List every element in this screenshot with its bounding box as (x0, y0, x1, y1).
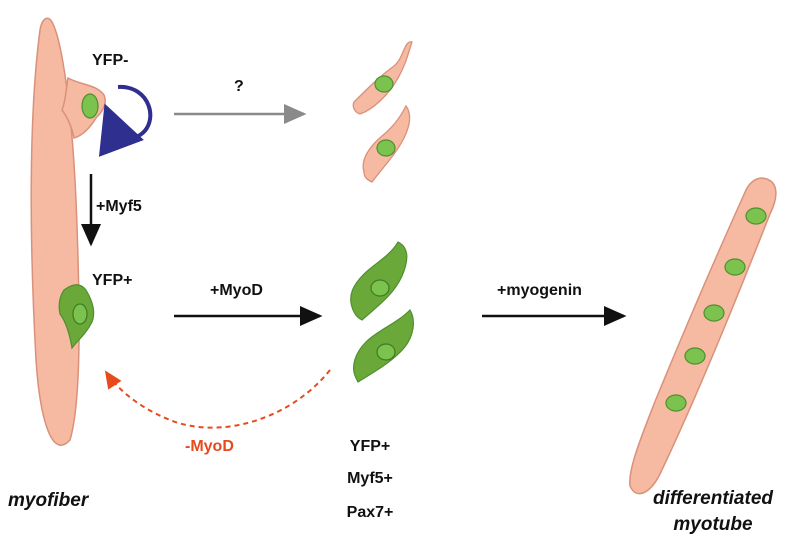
marker-yfp-label: YFP+ (349, 438, 391, 455)
myf5-step-label: +Myf5 (96, 198, 142, 215)
green-cell-bottom (353, 309, 414, 383)
unknown-fate-label: ? (234, 78, 244, 95)
marker-myf5-label: Myf5+ (347, 470, 393, 487)
yfp-negative-label: YFP- (92, 52, 129, 69)
pink-cell-top (352, 41, 413, 115)
myotube (629, 177, 777, 495)
nucleus (81, 93, 99, 119)
yfp-positive-label: YFP+ (92, 272, 133, 289)
self-renewal-arrow (98, 84, 153, 157)
myofiber-shape (30, 17, 80, 446)
marker-pax7-label: Pax7+ (346, 504, 394, 521)
myotube-label-line1: differentiated (652, 488, 773, 509)
reverse-myod-label: -MyoD (185, 438, 234, 455)
myogenin-step-label: +myogenin (497, 282, 582, 299)
myod-step-label: +MyoD (210, 282, 263, 299)
nucleus (684, 347, 706, 365)
nucleus (724, 258, 746, 276)
green-cell-top (350, 241, 408, 321)
nucleus (665, 394, 687, 412)
reverse-myod-arrow (104, 369, 331, 429)
nucleus (703, 304, 725, 322)
myofiber-label: myofiber (8, 490, 89, 511)
nucleus (745, 207, 767, 225)
nucleus (72, 303, 88, 325)
pink-cell-bottom (362, 104, 411, 183)
myotube-label-line2: myotube (673, 514, 753, 535)
